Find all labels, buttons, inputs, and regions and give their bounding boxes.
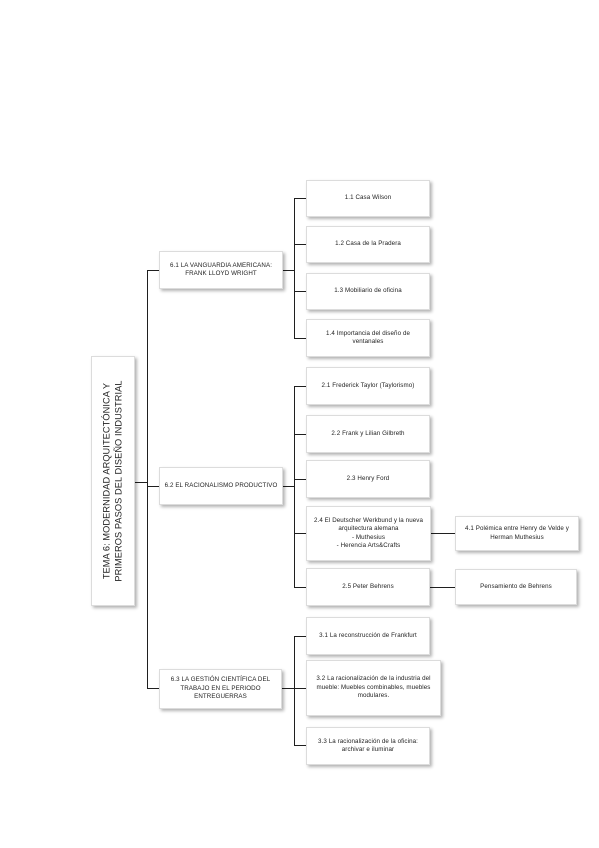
root-topic-title: TEMA 6: MODERNIDAD ARQUITECTÓNICA Y PRIM…	[101, 380, 124, 582]
connector-section-1-spine	[294, 198, 295, 338]
connector-item-2-5	[294, 587, 306, 588]
connector-item-2-4	[294, 533, 306, 534]
item-2-5-node: 2.5 Peter Behrens	[306, 568, 430, 606]
connector-item-3-3	[294, 745, 306, 746]
item-1-1-node: 1.1 Casa Wilson	[306, 180, 430, 217]
connector-to-section-1	[147, 270, 159, 271]
connector-item-3-2	[294, 688, 306, 689]
item-2-1-node: 2.1 Frederick Taylor (Taylorismo)	[306, 367, 430, 405]
item-2-4-label: 2.4 El Deutscher Werkbund y la nueva arq…	[313, 516, 424, 533]
connector-item-1-4	[294, 338, 306, 339]
item-1-2-node: 1.2 Casa de la Pradera	[306, 226, 430, 263]
connector-section-3-out	[282, 688, 294, 689]
connector-section-3-spine	[294, 636, 295, 745]
item-3-2-node: 3.2 La racionalización de la industria d…	[306, 660, 441, 716]
item-3-1-node: 3.1 La reconstrucción de Frankfurt	[306, 617, 430, 655]
connector-to-section-2	[147, 486, 159, 487]
connector-item-1-3	[294, 291, 306, 292]
root-topic-node: TEMA 6: MODERNIDAD ARQUITECTÓNICA Y PRIM…	[91, 356, 135, 606]
connector-section-2-out	[283, 486, 294, 487]
connector-item-2-3	[294, 479, 306, 480]
connector-item-1-2	[294, 244, 306, 245]
connector-item-2-1	[294, 386, 306, 387]
section-6-2-node: 6.2 EL RACIONALISMO PRODUCTIVO	[159, 467, 283, 505]
connector-root-trunk	[135, 482, 147, 483]
item-2-4-subline-1: - Muthesius	[351, 533, 386, 541]
item-2-5-child-node: Pensamiento de Behrens	[455, 569, 577, 605]
connector-to-section-3	[147, 688, 159, 689]
connector-item-2-5-child	[430, 587, 455, 588]
item-2-2-node: 2.2 Frank y Lilian Gilbreth	[306, 415, 430, 453]
connector-item-1-1	[294, 198, 306, 199]
item-2-4-node: 2.4 El Deutscher Werkbund y la nueva arq…	[306, 506, 431, 561]
item-1-4-node: 1.4 Importancia del diseño de ventanales	[306, 319, 430, 357]
connector-main-spine	[147, 270, 148, 688]
section-6-3-node: 6.3 LA GESTIÓN CIENTÍFICA DEL TRABAJO EN…	[159, 669, 282, 709]
connector-item-2-2	[294, 434, 306, 435]
connector-item-3-1	[294, 636, 306, 637]
item-2-4-subline-2: - Herencia Arts&Crafts	[336, 541, 401, 549]
item-2-3-node: 2.3 Henry Ford	[306, 460, 430, 498]
connector-item-2-4-child	[431, 533, 455, 534]
item-3-3-node: 3.3 La racionalización de la oficina: ar…	[306, 727, 430, 765]
item-2-4-child-node: 4.1 Polémica entre Henry de Velde y Herm…	[455, 516, 579, 551]
connector-section-2-spine	[294, 386, 295, 587]
item-1-3-node: 1.3 Mobiliario de oficina	[306, 273, 430, 310]
connector-section-1-out	[283, 270, 294, 271]
section-6-1-node: 6.1 LA VANGUARDIA AMERICANA: FRANK LLOYD…	[159, 251, 283, 289]
